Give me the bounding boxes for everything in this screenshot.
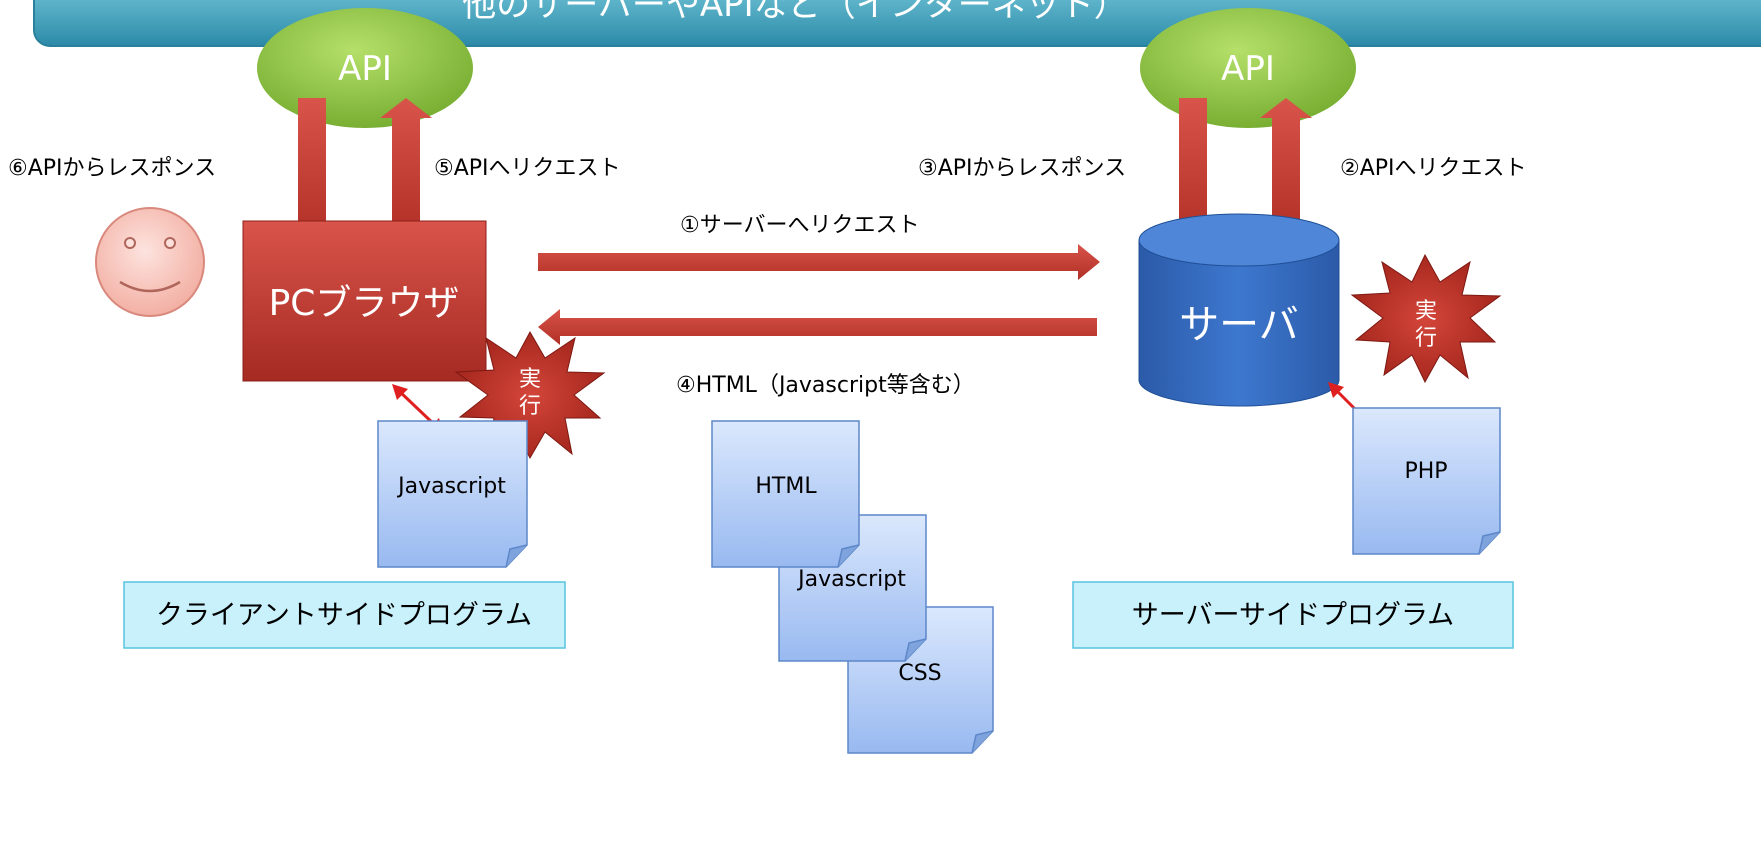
client-javascript-document-icon: Javascript (377, 420, 528, 568)
server-api-label: API (1221, 49, 1275, 89)
server-exec-label-2: 行 (1415, 326, 1437, 351)
server-request-flow-label: ①サーバーへリクエスト (680, 213, 920, 238)
server-request-label: ②APIへリクエスト (1340, 156, 1527, 181)
banner-title: 他のサーバーやAPIなど（インターネット） (462, 0, 1127, 25)
client-program-box: クライアントサイドプログラム (123, 581, 566, 649)
server-api-request-arrow (1260, 98, 1312, 238)
server-program-label: サーバーサイドプログラム (1132, 600, 1454, 631)
client-exec-label-1: 実 (519, 367, 541, 392)
server-program-box: サーバーサイドプログラム (1072, 581, 1514, 649)
html-document-icon: HTML (711, 420, 860, 568)
client-api: API (257, 8, 473, 128)
client-api-label: API (338, 49, 392, 89)
server-php-label: PHP (1404, 459, 1447, 484)
pc-browser-label: PCブラウザ (269, 283, 460, 324)
client-exec-label-2: 行 (519, 394, 541, 419)
html-response-arrow (538, 309, 1097, 345)
css-doc-label: CSS (898, 661, 941, 686)
user-smiley-icon (95, 207, 205, 317)
client-api-request-arrow (380, 98, 432, 238)
server-exec-burst-icon: 実 行 (1350, 253, 1502, 384)
client-program-label: クライアントサイドプログラム (156, 600, 532, 631)
server-api: API (1140, 8, 1356, 128)
html-doc-label: HTML (755, 474, 817, 499)
javascript-doc-label: Javascript (796, 567, 906, 592)
server-response-label: ③APIからレスポンス (918, 156, 1126, 181)
client-javascript-label: Javascript (396, 474, 506, 499)
server-api-response-arrow (1167, 98, 1219, 242)
server-exec-label-1: 実 (1415, 299, 1437, 324)
pc-browser: PCブラウザ (242, 220, 487, 382)
client-request-label: ⑤APIへリクエスト (434, 156, 621, 181)
html-response-flow-label: ④HTML（Javascript等含む） (676, 373, 975, 398)
client-response-label: ⑥APIからレスポンス (8, 156, 216, 181)
server-cylinder: サーバ (1138, 213, 1340, 407)
client-api-response-arrow (286, 98, 338, 242)
server-label: サーバ (1179, 302, 1299, 348)
server-request-arrow (538, 244, 1100, 280)
server-php-document-icon: PHP (1352, 407, 1501, 555)
